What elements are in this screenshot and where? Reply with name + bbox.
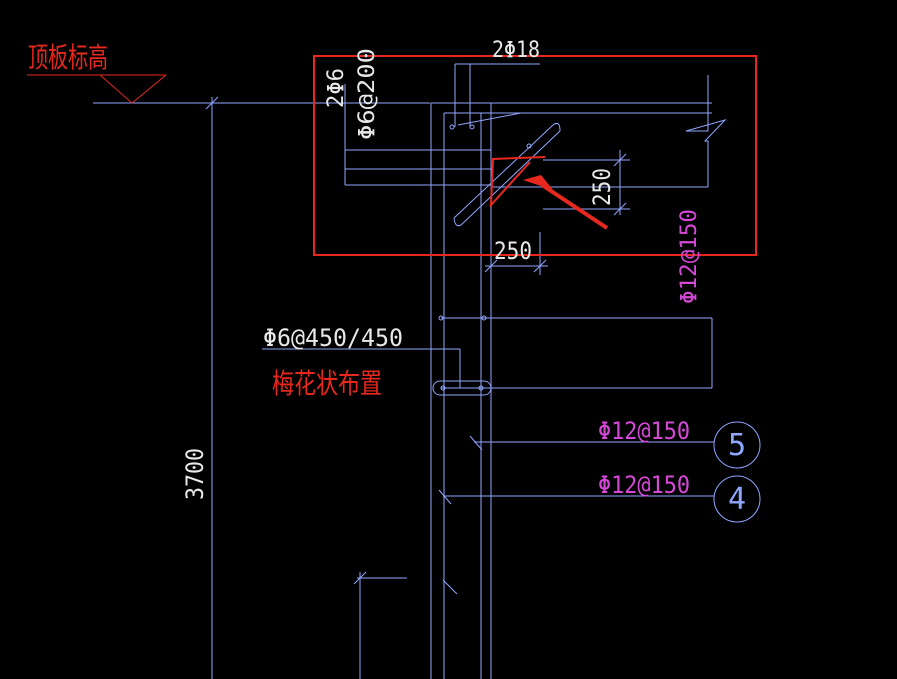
haunch-bar-1 — [453, 124, 554, 219]
wall-bar-dot-2 — [481, 315, 487, 321]
bar5-spec-label: Φ12@150 — [598, 417, 690, 445]
bar4-spec-label: Φ12@150 — [598, 471, 690, 499]
tie-bar-dot-1 — [440, 385, 446, 391]
highlight-box — [313, 55, 757, 256]
dim-horizontal-label: 250 — [494, 237, 532, 265]
dim-v-tick-2 — [613, 202, 627, 216]
height-dimension-tick — [205, 96, 219, 110]
dim-v-tick-1 — [613, 153, 627, 167]
dim-h-tick-2 — [533, 259, 547, 273]
callout4-number: 4 — [728, 482, 746, 517]
haunch-dot — [526, 143, 532, 149]
bar5-callout-circle — [713, 421, 761, 469]
elevation-triangle — [99, 74, 167, 104]
top-bar-dot-2 — [469, 124, 475, 130]
reinforcement-linework — [93, 63, 761, 679]
lower-bar-tick — [442, 579, 458, 595]
haunch-bar-2 — [460, 130, 561, 226]
bar4-callout-circle — [713, 475, 761, 523]
tie-note-label: 梅花状布置 — [272, 367, 382, 400]
bar4-tick — [438, 489, 452, 505]
top-bar-hook — [457, 112, 522, 126]
dim-vertical-label: 250 — [588, 168, 616, 206]
callout5-number: 5 — [728, 428, 746, 463]
roof-elevation-marker — [27, 74, 167, 104]
tie-bar-dot-2 — [478, 385, 484, 391]
top-bar-dot-1 — [449, 124, 455, 130]
haunch-bar-end-2 — [552, 123, 561, 132]
tie-bar-label: Φ6@450/450 — [263, 324, 403, 352]
wall-vertical-bar-label: Φ12@150 — [677, 209, 702, 304]
top-bars-label: 2Φ18 — [492, 38, 540, 63]
tie-bar-loop — [432, 380, 492, 396]
break-line — [685, 75, 727, 187]
stirrup-top-label: Φ6@200 — [355, 48, 380, 140]
wall-bar-dot-1 — [438, 315, 444, 321]
roof-elevation-label: 顶板标高 — [28, 41, 108, 74]
side-bars-label: 2Φ6 — [324, 68, 349, 108]
height-dimension-label: 3700 — [181, 448, 209, 500]
haunch-highlight — [489, 156, 546, 208]
dim-h-tick-1 — [484, 259, 498, 273]
pointer-arrow-shaft — [540, 183, 609, 230]
haunch-outline — [489, 156, 546, 208]
bar5-tick — [469, 435, 483, 451]
lower-dim-tick — [353, 571, 367, 585]
haunch-bar-end-1 — [453, 217, 462, 227]
